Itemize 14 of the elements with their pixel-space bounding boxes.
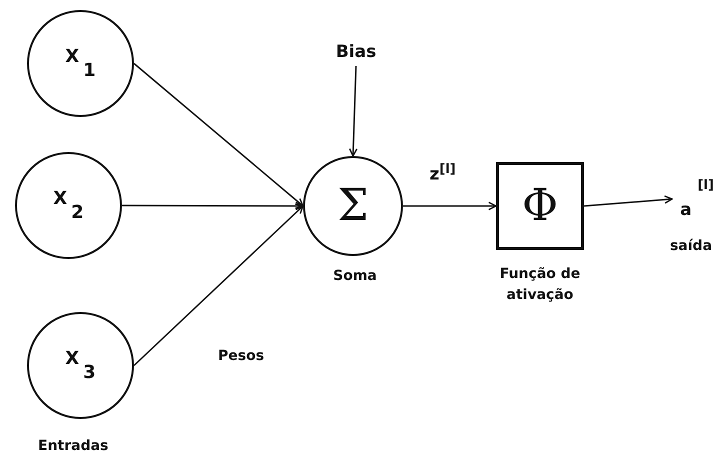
arrow — [134, 62, 304, 207]
activation-box — [496, 162, 584, 250]
arrow — [348, 66, 358, 157]
text-label: Entradas — [38, 438, 108, 454]
arrow — [403, 202, 497, 210]
node-caption: Função de ativação — [498, 265, 582, 305]
text-label: Pesos — [218, 348, 264, 364]
math-symbol: Φ — [522, 184, 558, 228]
node-caption: Soma — [332, 267, 378, 286]
arrow — [584, 195, 673, 207]
input-label: Bias — [336, 42, 376, 62]
math-symbol: Σ — [337, 184, 369, 228]
arrow — [133, 205, 304, 366]
node-caption: saída — [668, 237, 714, 256]
